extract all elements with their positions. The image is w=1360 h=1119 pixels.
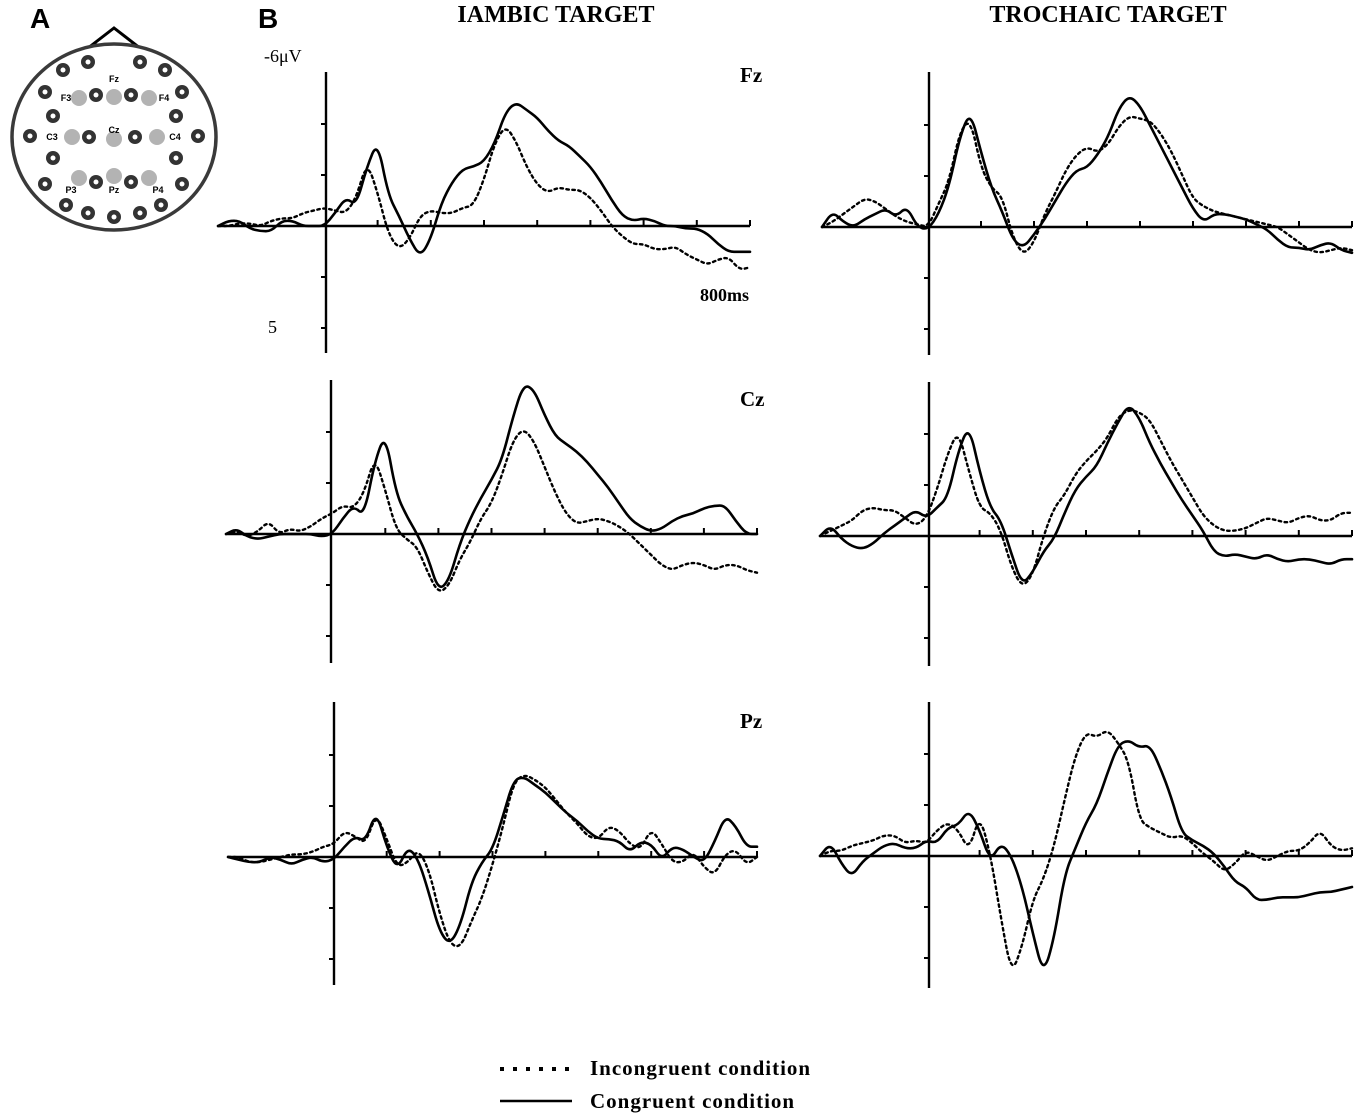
electrode-dot-center-22	[137, 210, 143, 216]
legend: Incongruent condition Congruent conditio…	[500, 1056, 811, 1113]
electrode-dot-center-0	[85, 59, 91, 65]
erp-panel-cz-iambic: Cz	[224, 380, 765, 663]
panel-label-b: B	[258, 3, 278, 34]
electrode-dot-center-6	[27, 133, 33, 139]
series-congruent-line	[818, 740, 1354, 967]
series-congruent-line	[818, 406, 1354, 582]
electrode-p3-marker	[71, 170, 87, 186]
electrode-label-c4: C4	[169, 132, 181, 142]
erp-panel-fz-trochaic	[820, 72, 1354, 355]
electrode-dot-center-5	[179, 89, 185, 95]
electrode-dot-center-23	[60, 67, 66, 73]
electrode-dot-center-24	[162, 67, 168, 73]
electrode-label: Pz	[740, 709, 762, 733]
erp-panel-pz-trochaic	[818, 702, 1354, 988]
electrode-label: Fz	[740, 63, 762, 87]
panel-label-a: A	[30, 3, 50, 34]
electrode-dot-center-19	[158, 202, 164, 208]
legend-congruent-label: Congruent condition	[590, 1089, 795, 1113]
series-incongruent-line	[820, 115, 1354, 254]
series-congruent-line	[226, 776, 759, 943]
electrode-cz-marker	[106, 131, 122, 147]
electrode-dot-center-9	[195, 133, 201, 139]
series-incongruent-line	[216, 128, 752, 271]
series-incongruent-line	[224, 430, 759, 592]
electrode-pz-marker	[106, 168, 122, 184]
electrode-dot-center-16	[128, 179, 134, 185]
electrode-dot-center-15	[93, 179, 99, 185]
y-axis-top-label: -6μV	[264, 46, 302, 66]
electrode-dot-center-7	[50, 113, 56, 119]
column-title-trochaic: TROCHAIC TARGET	[989, 2, 1226, 28]
electrode-label-fz: Fz	[109, 74, 119, 84]
electrode-label-f3: F3	[61, 93, 72, 103]
electrode-label-c3: C3	[46, 132, 58, 142]
electrode-label-p4: P4	[152, 185, 163, 195]
electrode-f3-marker	[71, 90, 87, 106]
erp-panel-fz-iambic: Fz	[216, 63, 762, 353]
electrode-dot-center-14	[42, 181, 48, 187]
electrode-dot-center-21	[111, 214, 117, 220]
series-incongruent-line	[226, 774, 759, 948]
series-incongruent-line	[818, 409, 1354, 585]
series-congruent-line	[216, 103, 752, 254]
electrode-dot-center-8	[173, 113, 179, 119]
series-congruent-line	[224, 385, 759, 589]
electrode-dot-center-18	[63, 202, 69, 208]
electrode-dot-center-12	[50, 155, 56, 161]
electrode-c3-marker	[64, 129, 80, 145]
electrode-label-cz: Cz	[109, 125, 120, 135]
electrode-dot-center-1	[137, 59, 143, 65]
y-axis-bottom-label: 5	[268, 317, 277, 337]
series-congruent-line	[820, 97, 1354, 255]
electrode-label-f4: F4	[159, 93, 170, 103]
electrode-dot-center-17	[179, 181, 185, 187]
electrode-dot-center-2	[42, 89, 48, 95]
electrode-f4-marker	[141, 90, 157, 106]
electrode-label-p3: P3	[65, 185, 76, 195]
electrode-dot-center-11	[132, 134, 138, 140]
electrode-dot-center-3	[93, 92, 99, 98]
electrode-c4-marker	[149, 129, 165, 145]
x-axis-end-label: 800ms	[700, 285, 749, 305]
electrode-fz-marker	[106, 89, 122, 105]
electrode-dot-center-4	[128, 92, 134, 98]
electrode-label: Cz	[740, 387, 765, 411]
electrode-p4-marker	[141, 170, 157, 186]
electrode-dot-center-10	[86, 134, 92, 140]
electrode-label-pz: Pz	[109, 185, 120, 195]
erp-panel-pz-iambic: Pz	[226, 702, 762, 985]
series-incongruent-line	[818, 730, 1354, 967]
electrode-dot-center-13	[173, 155, 179, 161]
erp-panel-cz-trochaic	[818, 382, 1354, 666]
electrode-dot-center-20	[85, 210, 91, 216]
column-title-iambic: IAMBIC TARGET	[457, 2, 654, 28]
legend-incongruent-label: Incongruent condition	[590, 1056, 811, 1080]
